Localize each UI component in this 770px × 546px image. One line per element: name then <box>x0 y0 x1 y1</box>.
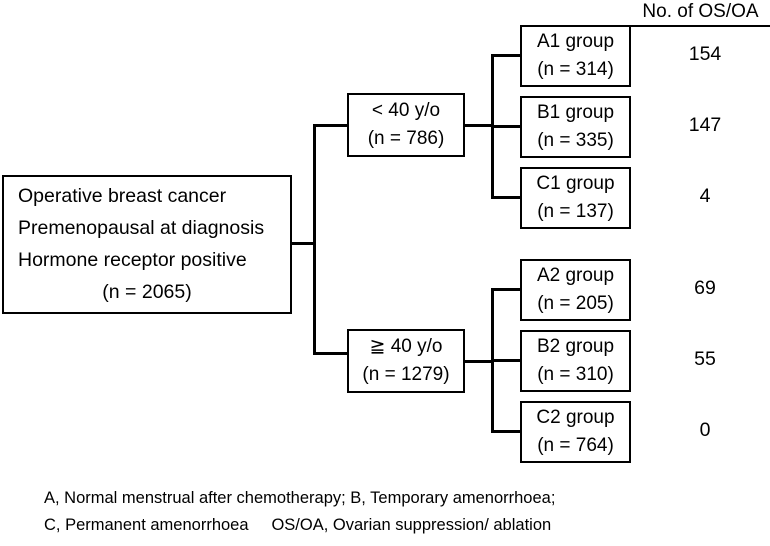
group-c1-label: C1 group <box>536 172 615 194</box>
group-b1-n: (n = 335) <box>537 130 614 151</box>
root-total-n: (n = 2065) <box>102 280 192 303</box>
connector-old-stub <box>463 360 494 363</box>
age-group-under-40-box: < 40 y/o (n = 786) <box>347 93 465 157</box>
group-b2-label: B2 group <box>536 335 615 357</box>
group-box-c2: C2 group (n = 764) <box>520 401 631 463</box>
root-line-2: Premenopausal at diagnosis <box>18 217 265 240</box>
connector-young-to-b1 <box>491 125 522 128</box>
count-c2: 0 <box>699 419 711 441</box>
os-oa-column-header: No. of OS/OA <box>642 1 759 22</box>
connector-root-spine <box>313 124 316 355</box>
connector-young-stub <box>463 124 494 127</box>
age-group-over-40-label: ≧ 40 y/o <box>369 335 443 357</box>
group-box-a2: A2 group (n = 205) <box>520 259 631 321</box>
group-box-c1: C1 group (n = 137) <box>520 167 631 229</box>
connector-root-to-young <box>313 124 349 127</box>
figure-footnotes: A, Normal menstrual after chemotherapy; … <box>44 490 555 543</box>
connector-young-to-c1 <box>491 196 522 199</box>
group-c2-label: C2 group <box>536 406 615 428</box>
connector-old-to-b2 <box>491 359 522 362</box>
count-c1: 4 <box>699 185 711 207</box>
footnote-line-2: C, Permanent amenorrhoea OS/OA, Ovarian … <box>44 515 552 534</box>
connector-root-to-old <box>313 352 349 355</box>
group-b2-n: (n = 310) <box>537 364 614 385</box>
age-group-under-40-label: < 40 y/o <box>371 99 441 121</box>
group-box-b2: B2 group (n = 310) <box>520 330 631 392</box>
group-b1-label: B1 group <box>536 101 615 123</box>
connector-root-stub <box>292 242 316 245</box>
root-cohort-box: Operative breast cancer Premenopausal at… <box>2 175 292 314</box>
group-box-b1: B1 group (n = 335) <box>520 96 631 158</box>
root-line-3: Hormone receptor positive <box>18 249 247 271</box>
connector-old-to-a2 <box>491 288 522 291</box>
count-a1: 154 <box>688 43 722 65</box>
group-a2-n: (n = 205) <box>537 293 614 314</box>
age-group-under-40-n: (n = 786) <box>367 128 445 149</box>
count-a2: 69 <box>694 277 716 299</box>
age-group-over-40-n: (n = 1279) <box>362 364 450 385</box>
group-box-a1: A1 group (n = 314) <box>520 25 631 87</box>
os-oa-header-underline <box>631 25 770 27</box>
footnote-line-1: A, Normal menstrual after chemotherapy; … <box>44 489 556 507</box>
root-line-1: Operative breast cancer <box>18 185 227 208</box>
group-a1-label: A1 group <box>536 30 615 52</box>
age-group-over-40-box: ≧ 40 y/o (n = 1279) <box>347 329 465 393</box>
count-b1: 147 <box>688 114 722 136</box>
count-b2: 55 <box>694 348 716 370</box>
group-c1-n: (n = 137) <box>537 201 614 222</box>
connector-young-to-a1 <box>491 54 522 57</box>
connector-old-to-c2 <box>491 430 522 433</box>
group-a1-n: (n = 314) <box>537 59 614 80</box>
group-c2-n: (n = 764) <box>537 435 614 456</box>
group-a2-label: A2 group <box>536 264 615 286</box>
